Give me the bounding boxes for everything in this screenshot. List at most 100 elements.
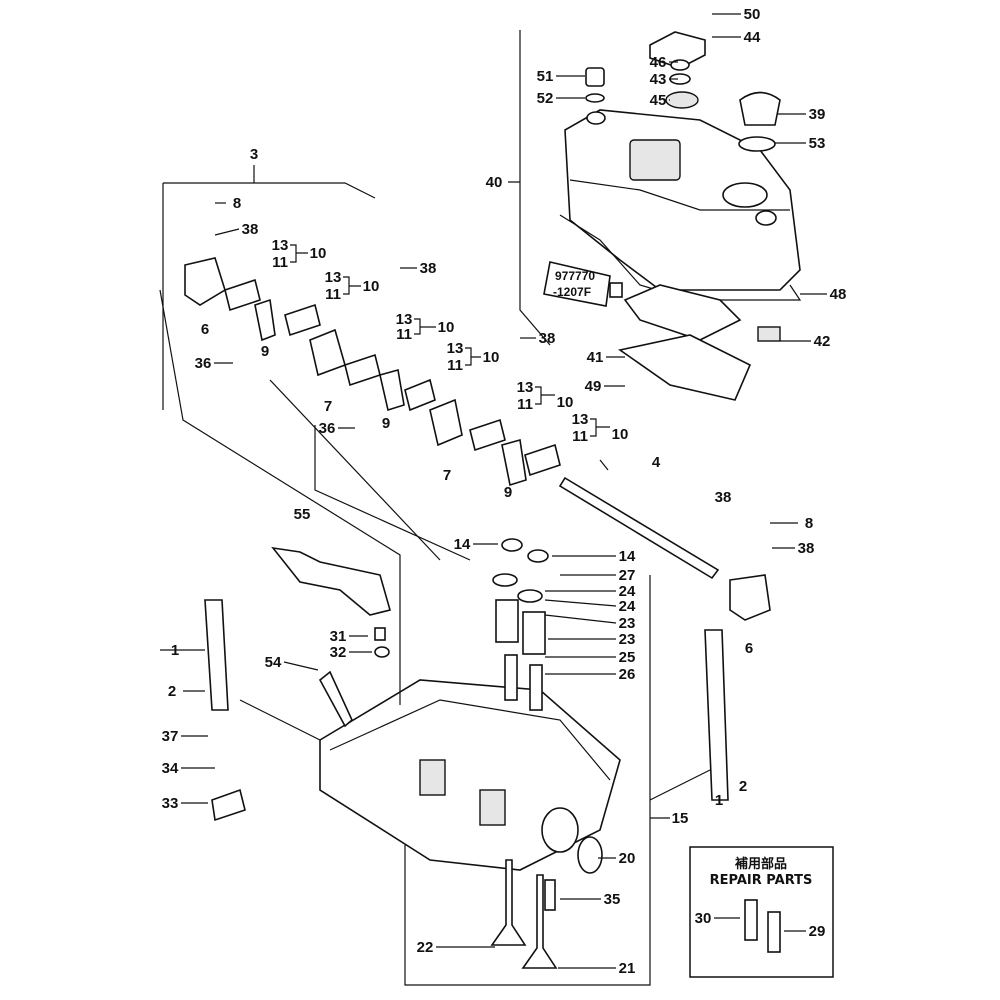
callout-38: 38 [242, 221, 259, 238]
callout-13: 13 [517, 379, 534, 396]
callout-26: 26 [619, 666, 636, 683]
callout-25: 25 [619, 649, 636, 666]
callout-42: 42 [814, 333, 831, 350]
callout-51: 51 [537, 68, 554, 85]
gasket [623, 284, 742, 341]
callout-10: 10 [483, 349, 500, 366]
callout-44: 44 [744, 29, 761, 46]
callout-43: 43 [650, 71, 667, 88]
sealant-tube-code-1: 977770 [555, 269, 595, 283]
callout-11: 11 [396, 326, 412, 343]
breather-plate [618, 334, 752, 401]
callout-46: 46 [650, 54, 667, 71]
callout-13: 13 [396, 311, 413, 328]
bracket [271, 546, 391, 616]
callout-11: 11 [272, 254, 288, 271]
callout-41: 41 [587, 349, 604, 366]
callout-33: 33 [162, 795, 179, 812]
callout-24: 24 [619, 583, 636, 600]
callout-30: 30 [695, 910, 712, 927]
cylinder-head [211, 546, 621, 874]
callout-7: 7 [324, 398, 332, 415]
callout-labels: 5044464345515239534048424149383813111013… [162, 6, 847, 977]
callout-38: 38 [715, 489, 732, 506]
callout-9: 9 [504, 484, 512, 501]
callout-8: 8 [233, 195, 241, 212]
callout-22: 22 [417, 939, 434, 956]
callout-45: 45 [650, 92, 667, 109]
callout-32: 32 [330, 644, 347, 661]
repair-parts-box: 補用部品 REPAIR PARTS [689, 846, 834, 978]
leader-line [544, 599, 617, 607]
callout-9: 9 [261, 343, 269, 360]
callout-2: 2 [168, 683, 176, 700]
callout-6: 6 [745, 640, 753, 657]
callout-29: 29 [809, 923, 826, 940]
lifting-eye [704, 629, 729, 801]
callout-40: 40 [486, 174, 503, 191]
callout-38: 38 [798, 540, 815, 557]
callout-37: 37 [162, 728, 179, 745]
callout-11: 11 [517, 396, 533, 413]
cover-plate [649, 31, 706, 69]
leader-line [214, 228, 240, 236]
callout-11: 11 [572, 428, 588, 445]
callout-8: 8 [805, 515, 813, 532]
callout-23: 23 [619, 631, 636, 648]
oil-filler-cap [739, 91, 781, 126]
callout-34: 34 [162, 760, 179, 777]
callout-10: 10 [438, 319, 455, 336]
callout-15: 15 [672, 810, 689, 827]
callout-38: 38 [539, 330, 556, 347]
callout-14: 14 [619, 548, 636, 565]
callout-13: 13 [447, 340, 464, 357]
callout-36: 36 [195, 355, 212, 372]
callout-13: 13 [572, 411, 589, 428]
callout-31: 31 [330, 628, 347, 645]
callout-13: 13 [325, 269, 342, 286]
callout-24: 24 [619, 598, 636, 615]
repair-parts-title-en: REPAIR PARTS [710, 873, 813, 888]
glow-plug [318, 670, 353, 728]
callout-21: 21 [619, 960, 636, 977]
callout-27: 27 [619, 567, 636, 584]
callout-6: 6 [201, 321, 209, 338]
callout-1: 1 [171, 642, 179, 659]
repair-parts-title-jp: 補用部品 [734, 856, 787, 872]
callout-50: 50 [744, 6, 761, 23]
valve-cover-assembly [559, 31, 802, 401]
callout-9: 9 [382, 415, 390, 432]
leader-lines [159, 30, 711, 986]
rocker-arm-assembly [184, 257, 771, 801]
callout-52: 52 [537, 90, 554, 107]
callout-23: 23 [619, 615, 636, 632]
callout-13: 13 [272, 237, 289, 254]
callout-20: 20 [619, 850, 636, 867]
callout-14: 14 [454, 536, 471, 553]
callout-10: 10 [612, 426, 629, 443]
callout-2: 2 [739, 778, 747, 795]
callout-36: 36 [319, 420, 336, 437]
valve-train [374, 538, 558, 969]
callout-38: 38 [420, 260, 437, 277]
callout-10: 10 [363, 278, 380, 295]
callout-11: 11 [447, 357, 463, 374]
callout-39: 39 [809, 106, 826, 123]
callout-7: 7 [443, 467, 451, 484]
sealant-tube-code-2: -1207F [553, 285, 591, 299]
callout-10: 10 [310, 245, 327, 262]
leader-line [283, 661, 319, 671]
callout-1: 1 [715, 792, 723, 809]
callout-55: 55 [294, 506, 311, 523]
callout-3: 3 [250, 146, 258, 163]
callout-48: 48 [830, 286, 847, 303]
leader-line [544, 614, 617, 624]
callout-10: 10 [557, 394, 574, 411]
callout-11: 11 [325, 286, 341, 303]
callout-4: 4 [652, 454, 661, 471]
callout-53: 53 [809, 135, 826, 152]
callout-35: 35 [604, 891, 621, 908]
rocker-shaft [558, 476, 720, 580]
callout-54: 54 [265, 654, 282, 671]
